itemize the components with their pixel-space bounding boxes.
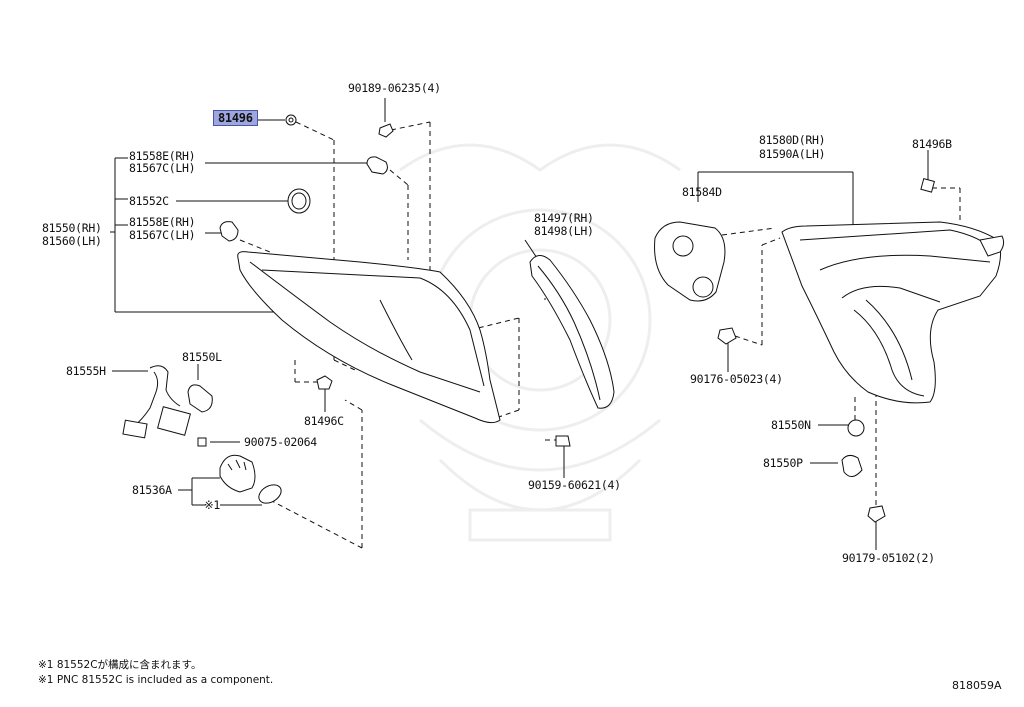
label-81550n[interactable]: 81550N [771, 418, 811, 432]
screw-90159 [555, 435, 571, 447]
label-81584d[interactable]: 81584D [682, 185, 722, 199]
label-81552c[interactable]: 81552C [129, 194, 169, 208]
socket-81550p [841, 454, 863, 477]
footnote-japanese: ※1 81552Cが構成に含まれます。 [38, 659, 202, 671]
tail-lamp-81580d [781, 221, 1005, 404]
label-81536a[interactable]: 81536A [132, 483, 172, 497]
label-81558e-rh-top[interactable]: 81558E(RH) [129, 149, 196, 163]
socket-81536a [219, 454, 282, 504]
label-81567c-lh-bottom[interactable]: 81567C(LH) [129, 228, 196, 242]
bulb-socket-81558e-bottom [219, 221, 239, 242]
label-81550l[interactable]: 81550L [182, 350, 222, 364]
bulb-81550n [847, 419, 865, 437]
label-90179-05102[interactable]: 90179-05102(2) [842, 551, 935, 565]
nut-90176 [717, 327, 737, 345]
label-81560-lh[interactable]: 81560(LH) [42, 234, 102, 248]
label-note-marker: ※1 [204, 498, 220, 512]
footnote-english: ※1 PNC 81552C is included as a component… [38, 674, 274, 686]
bulb-socket-81558e-top [366, 156, 388, 175]
label-81496[interactable]: 81496 [213, 110, 258, 126]
label-81497-rh[interactable]: 81497(RH) [534, 211, 594, 225]
label-90189-06235[interactable]: 90189-06235(4) [348, 81, 441, 95]
label-90075-02064[interactable]: 90075-02064 [244, 435, 317, 449]
label-81580d-rh[interactable]: 81580D(RH) [759, 133, 826, 147]
label-81558e-rh-bottom[interactable]: 81558E(RH) [129, 215, 196, 229]
label-81496c[interactable]: 81496C [304, 414, 344, 428]
label-81567c-lh-top[interactable]: 81567C(LH) [129, 161, 196, 175]
wire-harness-81555h [122, 365, 213, 439]
label-81590a-lh[interactable]: 81590A(LH) [759, 147, 826, 161]
label-81498-lh[interactable]: 81498(LH) [534, 224, 594, 238]
bulb-81550l [187, 384, 213, 413]
tail-lamp-81550 [237, 251, 501, 424]
gasket-81497 [529, 255, 615, 409]
nut-90179 [867, 505, 886, 523]
label-81555h[interactable]: 81555H [66, 364, 106, 378]
label-81496b[interactable]: 81496B [912, 137, 952, 151]
label-81550p[interactable]: 81550P [763, 456, 803, 470]
nut-90189 [378, 123, 394, 138]
label-81550-rh[interactable]: 81550(RH) [42, 221, 102, 235]
label-90159-60621[interactable]: 90159-60621(4) [528, 478, 621, 492]
label-90176-05023[interactable]: 90176-05023(4) [690, 372, 783, 386]
clip-81496b [920, 178, 935, 193]
screw-90075 [197, 437, 207, 447]
o-ring-81536a [258, 484, 282, 504]
diagram-code: 818059A [952, 679, 1002, 692]
gasket-81584d [654, 221, 726, 302]
clip-81496c [316, 375, 333, 390]
